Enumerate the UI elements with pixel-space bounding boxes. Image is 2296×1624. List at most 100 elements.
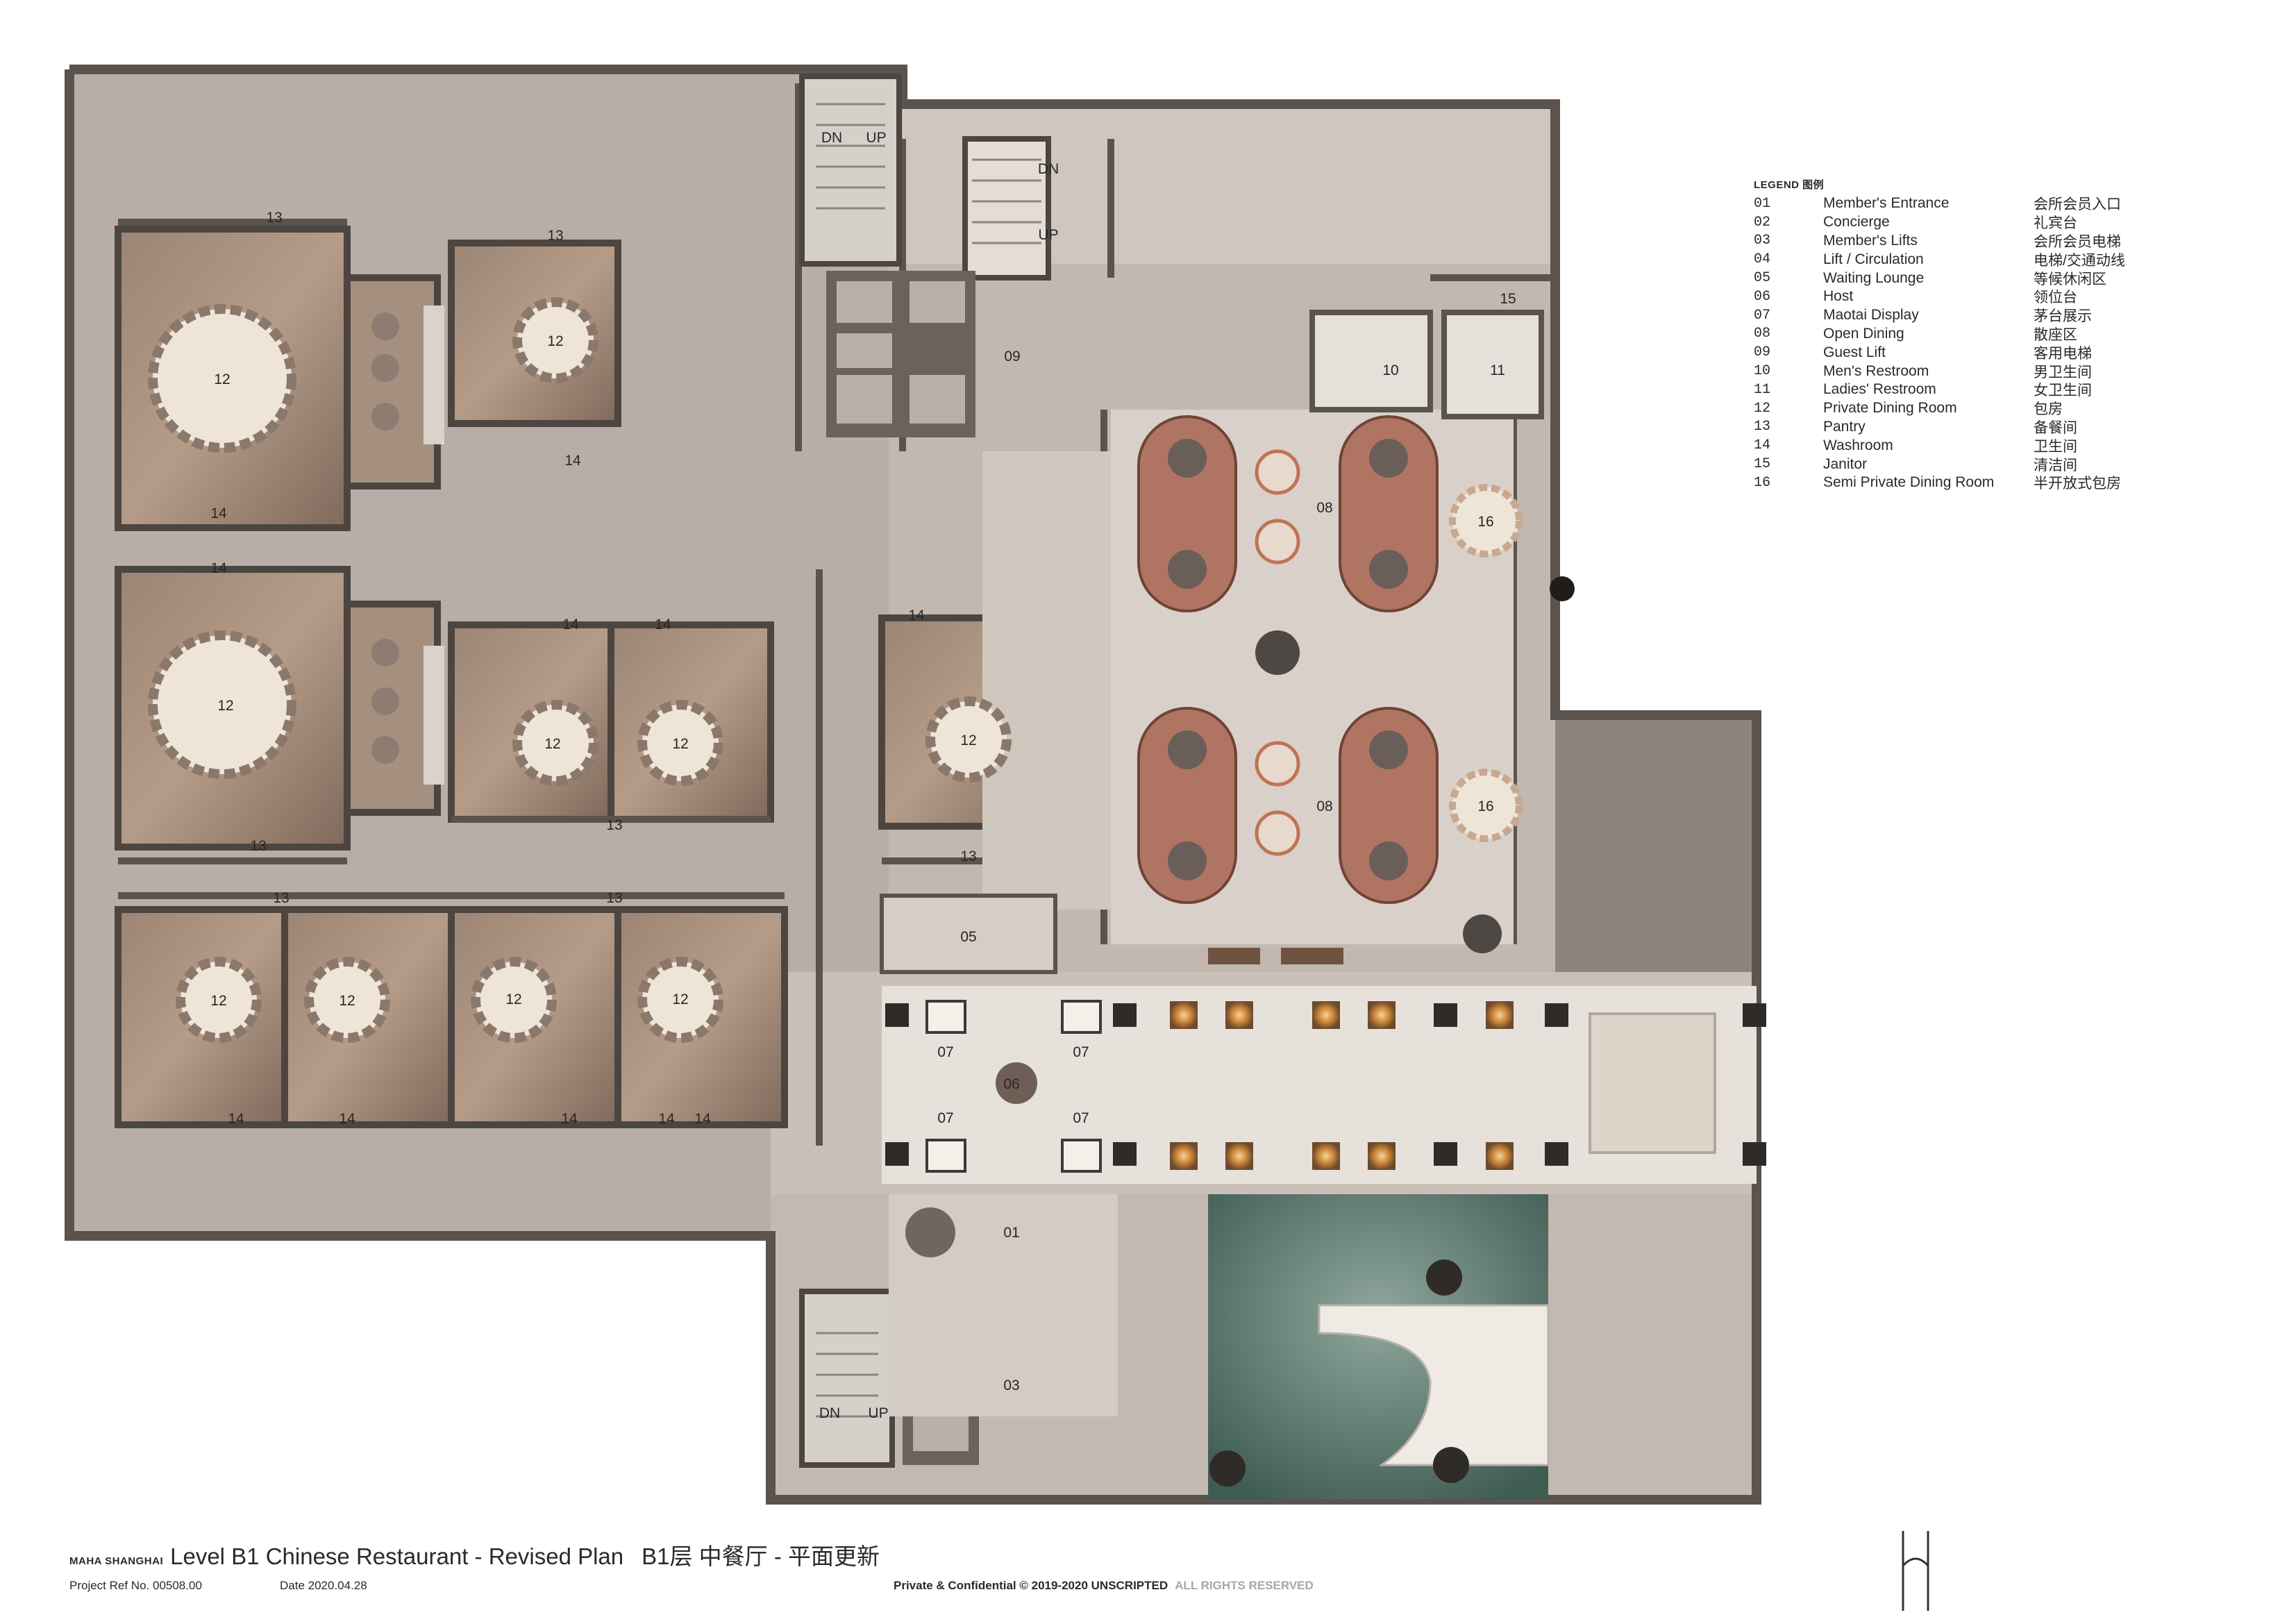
legend-item-label-zh: 领位台	[2034, 290, 2077, 306]
label-pantry: 13	[250, 838, 266, 854]
legend-item-label: Janitor	[1823, 455, 1868, 472]
label-maotai: 07	[1073, 1110, 1089, 1126]
open-dining-area	[982, 310, 1575, 964]
label-pdr: 12	[214, 371, 230, 387]
legend-item-label: Open Dining	[1823, 325, 1904, 342]
label-washroom: 14	[564, 453, 581, 469]
legend-item-number: 06	[1754, 288, 1771, 305]
label-open-dining: 08	[1316, 500, 1332, 516]
legend-item-number: 03	[1754, 233, 1771, 249]
confidential-notice: Private & Confidential © 2019-2020 UNSCR…	[894, 1579, 1314, 1593]
legend-item-number: 04	[1754, 251, 1771, 268]
label-pdr: 12	[210, 993, 226, 1009]
label-waiting: 05	[960, 929, 976, 945]
plan-title: Level B1 Chinese Restaurant - Revised Pl…	[170, 1543, 624, 1569]
maotai-cabinets	[925, 1000, 1102, 1173]
label-maotai: 07	[1073, 1044, 1089, 1060]
label-pdr: 12	[672, 991, 688, 1007]
label-guest-lift: 09	[1004, 349, 1020, 365]
legend-item-label: Men's Restroom	[1823, 362, 1929, 379]
label-pdr: 12	[505, 991, 521, 1007]
label-stair-up: UP	[868, 1405, 888, 1421]
legend-item-number: 05	[1754, 270, 1771, 287]
legend-title: LEGEND 图例	[1754, 179, 1825, 191]
label-mens: 10	[1382, 362, 1398, 378]
legend-item-label-zh: 等候休闲区	[2034, 271, 2106, 287]
legend-item-label: Private Dining Room	[1823, 400, 1957, 417]
legend-item-label-zh: 卫生间	[2034, 438, 2077, 455]
label-pdr: 12	[960, 733, 976, 748]
label-washroom: 14	[339, 1111, 355, 1127]
label-members-lifts: 03	[1003, 1378, 1019, 1393]
label-entrance: 01	[1003, 1225, 1019, 1241]
brand-logo-icon	[1902, 1531, 1929, 1611]
legend-item-label-zh: 电梯/交通动线	[2034, 252, 2125, 269]
legend-item-label: Concierge	[1823, 214, 1890, 231]
label-ladies: 11	[1490, 362, 1505, 378]
label-semi-private: 16	[1477, 798, 1493, 814]
label-stair-dn: DN	[821, 130, 842, 146]
legend-item-label: Waiting Lounge	[1823, 269, 1925, 286]
label-maotai: 07	[937, 1110, 953, 1126]
dining-booths	[1137, 415, 1439, 904]
label-pantry: 13	[606, 890, 622, 906]
legend-item-label-zh: 散座区	[2034, 326, 2077, 343]
legend-item-number: 07	[1754, 307, 1771, 324]
legend-item-label: Pantry	[1823, 418, 1866, 435]
label-pdr: 12	[672, 736, 688, 752]
label-pantry: 13	[273, 890, 289, 906]
label-pdr: 12	[544, 736, 560, 752]
label-washroom: 14	[210, 505, 227, 521]
legend-item-label-zh: 女卫生间	[2034, 383, 2092, 399]
label-pantry: 13	[606, 817, 622, 833]
label-stair-up: UP	[1038, 227, 1058, 243]
rights-text: ALL RIGHTS RESERVED	[1175, 1579, 1314, 1592]
legend-item-label-zh: 备餐间	[2034, 419, 2077, 436]
legend-item: 08 Open Dining 散座区	[1754, 325, 2172, 344]
label-washroom: 14	[908, 608, 925, 623]
label-semi-private: 16	[1477, 514, 1493, 530]
legend-item-number: 13	[1754, 419, 1771, 435]
legend-item-label: Guest Lift	[1823, 344, 1886, 360]
label-washroom: 14	[658, 1111, 675, 1127]
label-washroom: 14	[655, 617, 671, 633]
label-washroom: 14	[210, 560, 227, 576]
label-washroom: 14	[228, 1111, 244, 1127]
room-labels: 12 12 12 12 12 12 12 12 12 12 13 13 13 1…	[210, 130, 1516, 1421]
legend-item-number: 02	[1754, 214, 1771, 231]
entrance-lobby	[889, 1194, 1550, 1500]
legend-item-label: Washroom	[1823, 437, 1893, 453]
issue-date: Date 2020.04.28	[280, 1579, 367, 1592]
legend-item-number: 12	[1754, 400, 1771, 417]
label-washroom: 14	[694, 1111, 711, 1127]
legend-item-label: Maotai Display	[1823, 307, 1919, 324]
label-host: 06	[1003, 1076, 1019, 1092]
legend-item-label-zh: 会所会员电梯	[2034, 234, 2121, 250]
display-lanterns	[1170, 1001, 1514, 1170]
legend-item-label-zh: 客用电梯	[2034, 345, 2092, 362]
legend-item-label-zh: 茅台展示	[2034, 308, 2092, 325]
project-ref: Project Ref No. 00508.00	[69, 1579, 202, 1592]
legend-item: 06 Host 领位台	[1754, 287, 2172, 306]
legend-item-label-zh: 会所会员入口	[2034, 196, 2121, 213]
title-block: MAHA SHANGHAI Level B1 Chinese Restauran…	[69, 1538, 880, 1571]
label-open-dining: 08	[1316, 798, 1332, 814]
label-pantry: 13	[960, 848, 976, 864]
semi-private-tables	[1449, 484, 1523, 842]
legend-item-label: Ladies' Restroom	[1823, 381, 1936, 398]
legend-item-label-zh: 男卫生间	[2034, 364, 2092, 380]
legend-item-number: 16	[1754, 474, 1771, 491]
legend-item-number: 08	[1754, 326, 1771, 342]
legend-item-label: Host	[1823, 288, 1854, 305]
legend-item-label-zh: 半开放式包房	[2034, 476, 2121, 492]
legend-item-number: 09	[1754, 344, 1771, 361]
